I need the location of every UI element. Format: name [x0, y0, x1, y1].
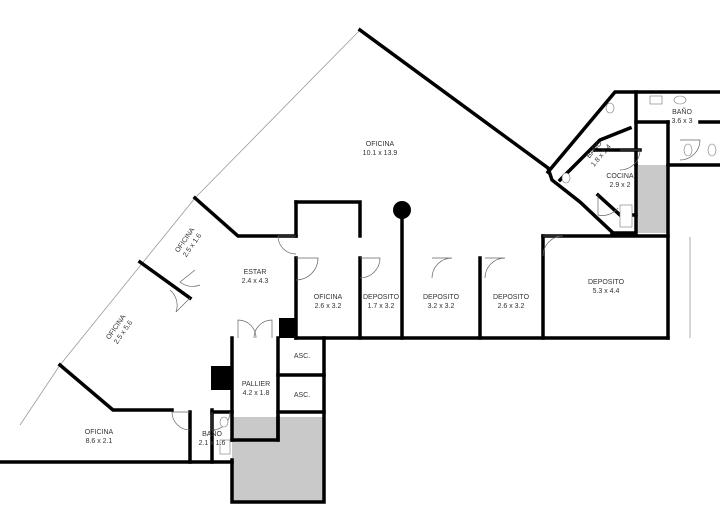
room-name: DEPOSITO [587, 279, 625, 286]
room-name: ASC. [293, 353, 311, 360]
room-label-palier: PALLIER 4.2 x 1.8 [234, 380, 278, 398]
room-label-bano-top: BAÑO 3.6 x 3 [670, 108, 694, 126]
room-size: 2.6 x 3.2 [497, 303, 525, 310]
room-name: DEPOSITO [492, 294, 530, 301]
door-swings [169, 139, 701, 431]
room-size: 2.9 x 2 [609, 182, 631, 189]
room-label-cocina: COCINA 2.9 x 2 [602, 172, 638, 190]
room-label-oficina-d: OFICINA 8.6 x 2.1 [76, 428, 122, 446]
room-name: BAÑO [202, 431, 222, 438]
room-size: 2.4 x 4.3 [241, 278, 269, 285]
room-size: 5.3 x 4.4 [592, 288, 620, 295]
room-name: OFICINA [84, 429, 114, 436]
column-block-2 [211, 366, 232, 390]
room-label-asc-1: ASC. [282, 352, 322, 361]
room-size: 8.6 x 2.1 [85, 438, 113, 445]
room-name: DEPOSITO [362, 294, 400, 301]
room-label-deposito-1: DEPOSITO 1.7 x 3.2 [360, 293, 402, 311]
room-label-estar: ESTAR 2.4 x 4.3 [232, 268, 278, 286]
room-label-oficina-b: OFICINA 2.6 x 3.2 [306, 293, 350, 311]
service-area-top [636, 165, 668, 233]
room-size: 10.1 x 13.9 [362, 150, 398, 157]
room-label-deposito-4: DEPOSITO 5.3 x 4.4 [582, 278, 630, 296]
room-size: 1.7 x 3.2 [367, 303, 395, 310]
room-name: OFICINA [365, 141, 395, 148]
room-size: 3.2 x 3.2 [427, 303, 455, 310]
room-size: 4.2 x 1.8 [242, 390, 270, 397]
room-name: DEPOSITO [422, 294, 460, 301]
room-name: OFICINA [313, 294, 343, 301]
bathroom-fixtures [219, 95, 717, 455]
column-circle [393, 201, 411, 219]
room-name: BAÑO [672, 109, 692, 116]
column-block-1 [279, 318, 296, 338]
room-label-oficina-main: OFICINA 10.1 x 13.9 [355, 140, 405, 158]
room-label-deposito-3: DEPOSITO 2.6 x 3.2 [488, 293, 534, 311]
room-label-deposito-2: DEPOSITO 3.2 x 3.2 [416, 293, 466, 311]
room-label-asc-2: ASC. [282, 391, 322, 400]
room-name: PALLIER [241, 381, 271, 388]
room-name: ESTAR [243, 269, 267, 276]
room-size: 2.1 x 1.6 [198, 440, 226, 447]
room-size: 3.6 x 3 [671, 118, 693, 125]
room-name: ASC. [293, 392, 311, 399]
room-label-bano-low: BAÑO 2.1 x 1.6 [194, 430, 230, 448]
room-size: 2.6 x 3.2 [314, 303, 342, 310]
room-name: COCINA [606, 173, 634, 180]
glazing-lines [19, 29, 720, 426]
